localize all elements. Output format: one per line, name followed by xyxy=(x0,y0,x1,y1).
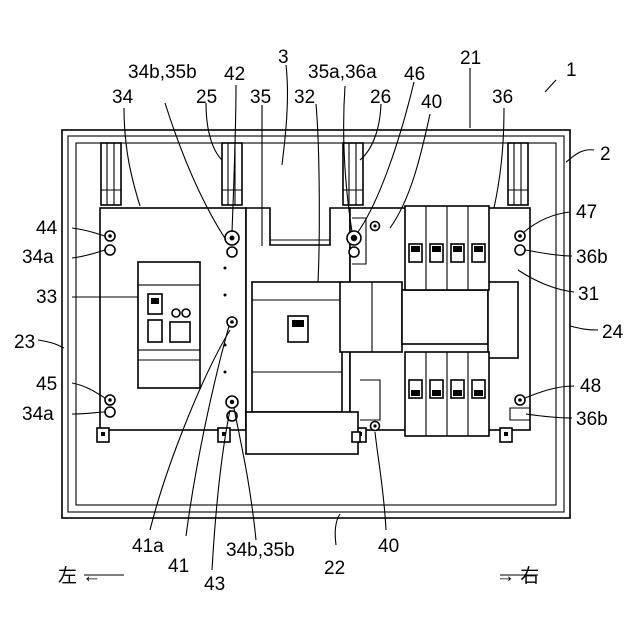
label-36b-top: 36b xyxy=(576,247,608,268)
direction-left: 左 ← xyxy=(58,565,101,587)
label-45: 45 xyxy=(36,374,57,395)
label-1: 1 xyxy=(566,60,577,81)
label-35: 35 xyxy=(250,87,271,108)
label-32: 32 xyxy=(294,87,315,108)
label-35a36a: 35a,36a xyxy=(308,62,377,83)
post-mid xyxy=(343,143,363,205)
label-33: 33 xyxy=(36,287,57,308)
label-41a: 41a xyxy=(132,536,164,557)
direction-right: → 右 xyxy=(496,565,539,587)
label-34b35b-top: 34b,35b xyxy=(128,62,197,83)
label-40-bottom: 40 xyxy=(378,536,399,557)
label-47: 47 xyxy=(576,202,597,223)
main-breaker xyxy=(138,262,200,388)
label-34: 34 xyxy=(112,87,134,108)
post-right xyxy=(508,143,528,205)
label-34a-bottom: 34a xyxy=(22,404,54,425)
label-3: 3 xyxy=(278,47,289,68)
label-43: 43 xyxy=(204,574,225,595)
label-24: 24 xyxy=(602,322,624,343)
label-26: 26 xyxy=(370,87,391,108)
branch-breakers-top xyxy=(405,206,489,290)
label-34b35b-bottom: 34b,35b xyxy=(226,540,295,561)
label-41: 41 xyxy=(168,556,189,577)
label-21: 21 xyxy=(460,48,481,69)
mounting-posts xyxy=(101,143,528,205)
branch-breakers-bottom xyxy=(405,352,489,436)
label-46: 46 xyxy=(404,64,425,85)
label-23: 23 xyxy=(14,332,35,353)
post-left-1 xyxy=(101,143,121,205)
label-36b-bottom: 36b xyxy=(576,409,608,430)
label-36: 36 xyxy=(492,87,513,108)
label-22: 22 xyxy=(324,558,345,579)
label-34a-top: 34a xyxy=(22,247,54,268)
label-42: 42 xyxy=(224,64,245,85)
label-48: 48 xyxy=(580,376,601,397)
direction-indicators: 左 ← → 右 xyxy=(58,565,539,587)
post-left-2 xyxy=(222,143,242,205)
label-44: 44 xyxy=(36,218,58,239)
label-25: 25 xyxy=(196,87,217,108)
label-2: 2 xyxy=(600,144,611,165)
label-40-top: 40 xyxy=(421,92,442,113)
label-31: 31 xyxy=(578,284,599,305)
